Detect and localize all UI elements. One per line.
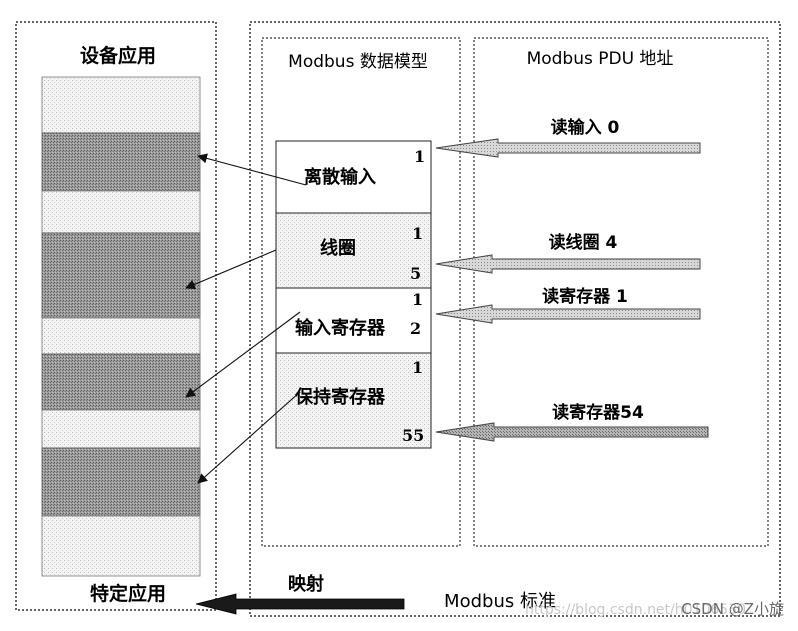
block-discrete-inputs-label: 离散输入 (304, 166, 376, 188)
request-read-coils: 读线圈 4 (549, 232, 618, 253)
memory-band-light (41, 317, 201, 355)
block-holding-registers-start: 1 (412, 358, 423, 377)
watermark-credit: CSDN @Z小旋 (681, 600, 784, 618)
watermark-url: https://blog.csdn.net/h0106530 (525, 602, 746, 618)
pdu-address-title: Modbus PDU 地址 (527, 49, 674, 69)
data-model-stack (275, 140, 432, 449)
mapping-arrow (195, 593, 405, 615)
map-line-holding-registers (197, 391, 301, 484)
device-application-panel (15, 21, 217, 611)
memory-band-light (41, 76, 201, 134)
data-model-title: Modbus 数据模型 (288, 52, 428, 72)
specific-application-label: 特定应用 (90, 582, 166, 605)
arrow-read-holding-register (435, 422, 709, 442)
arrow-read-inputs (435, 138, 701, 158)
memory-band-light (41, 409, 201, 449)
device-application-title: 设备应用 (80, 44, 156, 67)
memory-band-dark (41, 232, 201, 319)
block-coils-label: 线圈 (320, 237, 356, 259)
pdu-arrows (435, 138, 709, 442)
block-discrete-inputs (275, 140, 432, 214)
request-read-holding-register: 读寄存器54 (552, 402, 644, 423)
memory-band-light (41, 190, 201, 234)
memory-band-light (41, 515, 201, 577)
map-line-input-registers (185, 311, 301, 398)
block-input-registers (275, 287, 432, 354)
block-coils (275, 212, 432, 289)
block-input-registers-label: 输入寄存器 (295, 317, 386, 339)
pdu-address-panel (473, 37, 769, 547)
memory-column (41, 76, 201, 577)
modbus-standard-box (249, 21, 781, 617)
block-holding-registers (275, 352, 432, 449)
block-input-registers-end: 2 (410, 319, 421, 338)
block-coils-start: 1 (412, 224, 423, 243)
mapping-lines (185, 153, 307, 484)
arrow-read-input-register (435, 304, 701, 324)
modbus-standard-label: Modbus 标准 (444, 591, 556, 612)
map-line-coils (185, 249, 277, 290)
mapping-label: 映射 (288, 573, 324, 595)
data-model-panel (261, 37, 461, 547)
block-discrete-inputs-start: 1 (414, 147, 425, 166)
block-holding-registers-end: 55 (402, 426, 424, 445)
request-read-input-register: 读寄存器 1 (542, 286, 628, 307)
arrow-read-coils (435, 254, 701, 274)
block-coils-end: 5 (410, 264, 421, 283)
memory-band-dark (41, 447, 201, 517)
block-holding-registers-label: 保持寄存器 (294, 386, 386, 408)
map-line-discrete-inputs (197, 153, 307, 186)
request-read-inputs: 读输入 0 (551, 117, 620, 138)
block-input-registers-start: 1 (412, 290, 423, 309)
memory-band-dark (41, 132, 201, 192)
memory-band-dark (41, 353, 201, 411)
